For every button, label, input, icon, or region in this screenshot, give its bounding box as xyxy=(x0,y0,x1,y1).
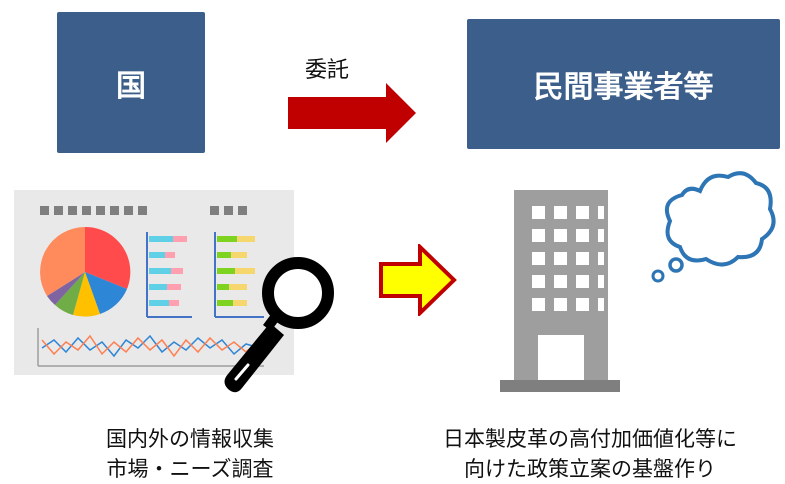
magnifier-icon xyxy=(224,257,334,393)
government-label: 国 xyxy=(116,68,146,104)
caption-line: 日本製皮革の高付加価値化等に xyxy=(443,427,737,451)
right-arrow-icon xyxy=(379,244,457,316)
caption-line: 向けた政策立案の基盤作り xyxy=(464,457,716,481)
thought-bubble-icon xyxy=(651,171,776,283)
delegation-label: 委託 xyxy=(305,58,350,83)
government-box: 国 xyxy=(57,12,205,153)
office-building-icon xyxy=(500,190,620,392)
caption-line: 市場・ニーズ調査 xyxy=(106,457,274,481)
info-collection-caption: 国内外の情報収集 市場・ニーズ調査 xyxy=(40,424,340,484)
private-business-box: 民間事業者等 xyxy=(467,19,780,149)
right-arrow-icon xyxy=(288,83,416,143)
policy-foundation-caption: 日本製皮革の高付加価値化等に 向けた政策立案の基盤作り xyxy=(400,424,780,484)
caption-line: 国内外の情報収集 xyxy=(106,427,274,451)
report-charts-icon xyxy=(14,190,334,393)
private-business-label: 民間事業者等 xyxy=(533,70,714,105)
